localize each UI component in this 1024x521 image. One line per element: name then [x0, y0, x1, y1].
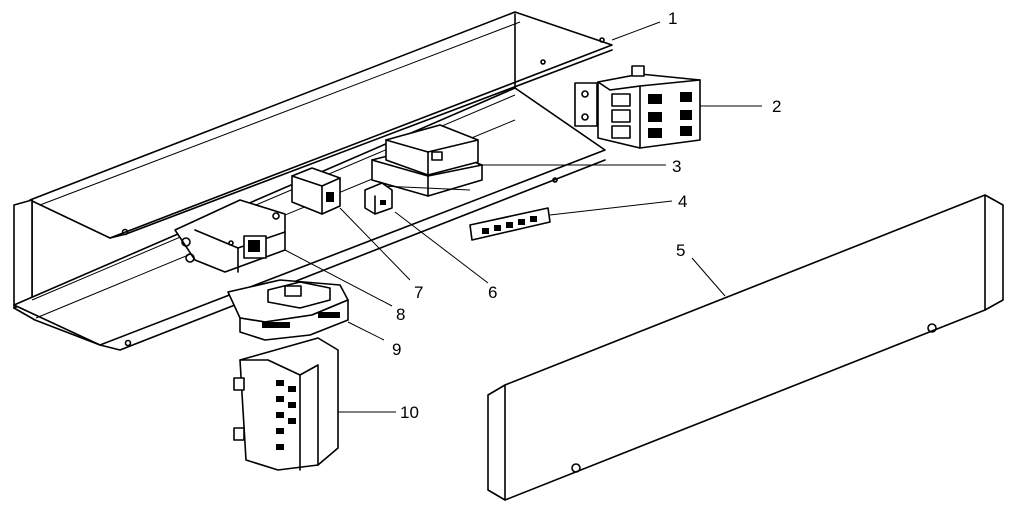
callout-labels: 1 2 3 4 5 6 7 8 9 10: [392, 9, 781, 422]
callout-5: 5: [676, 241, 685, 260]
part-8-control-box: [174, 199, 286, 273]
callout-2: 2: [772, 97, 781, 116]
part-2-contactor: [574, 65, 701, 149]
callout-9: 9: [392, 340, 401, 359]
part-3-transformer: [371, 124, 483, 197]
callout-3: 3: [672, 157, 681, 176]
part-9-base-assembly: [227, 279, 349, 341]
part-7-capacitor: [291, 167, 341, 215]
leader-lines: [284, 21, 762, 413]
callout-6: 6: [488, 283, 497, 302]
part-5-cover-panel: [487, 194, 1004, 501]
part-10-terminal-block: [233, 337, 339, 471]
callout-8: 8: [396, 305, 405, 324]
part-6-relay: [364, 182, 393, 215]
callout-4: 4: [678, 192, 687, 211]
callout-10: 10: [400, 403, 419, 422]
callout-7: 7: [414, 283, 423, 302]
callout-1: 1: [668, 9, 677, 28]
part-4-terminal-strip: [469, 207, 551, 241]
